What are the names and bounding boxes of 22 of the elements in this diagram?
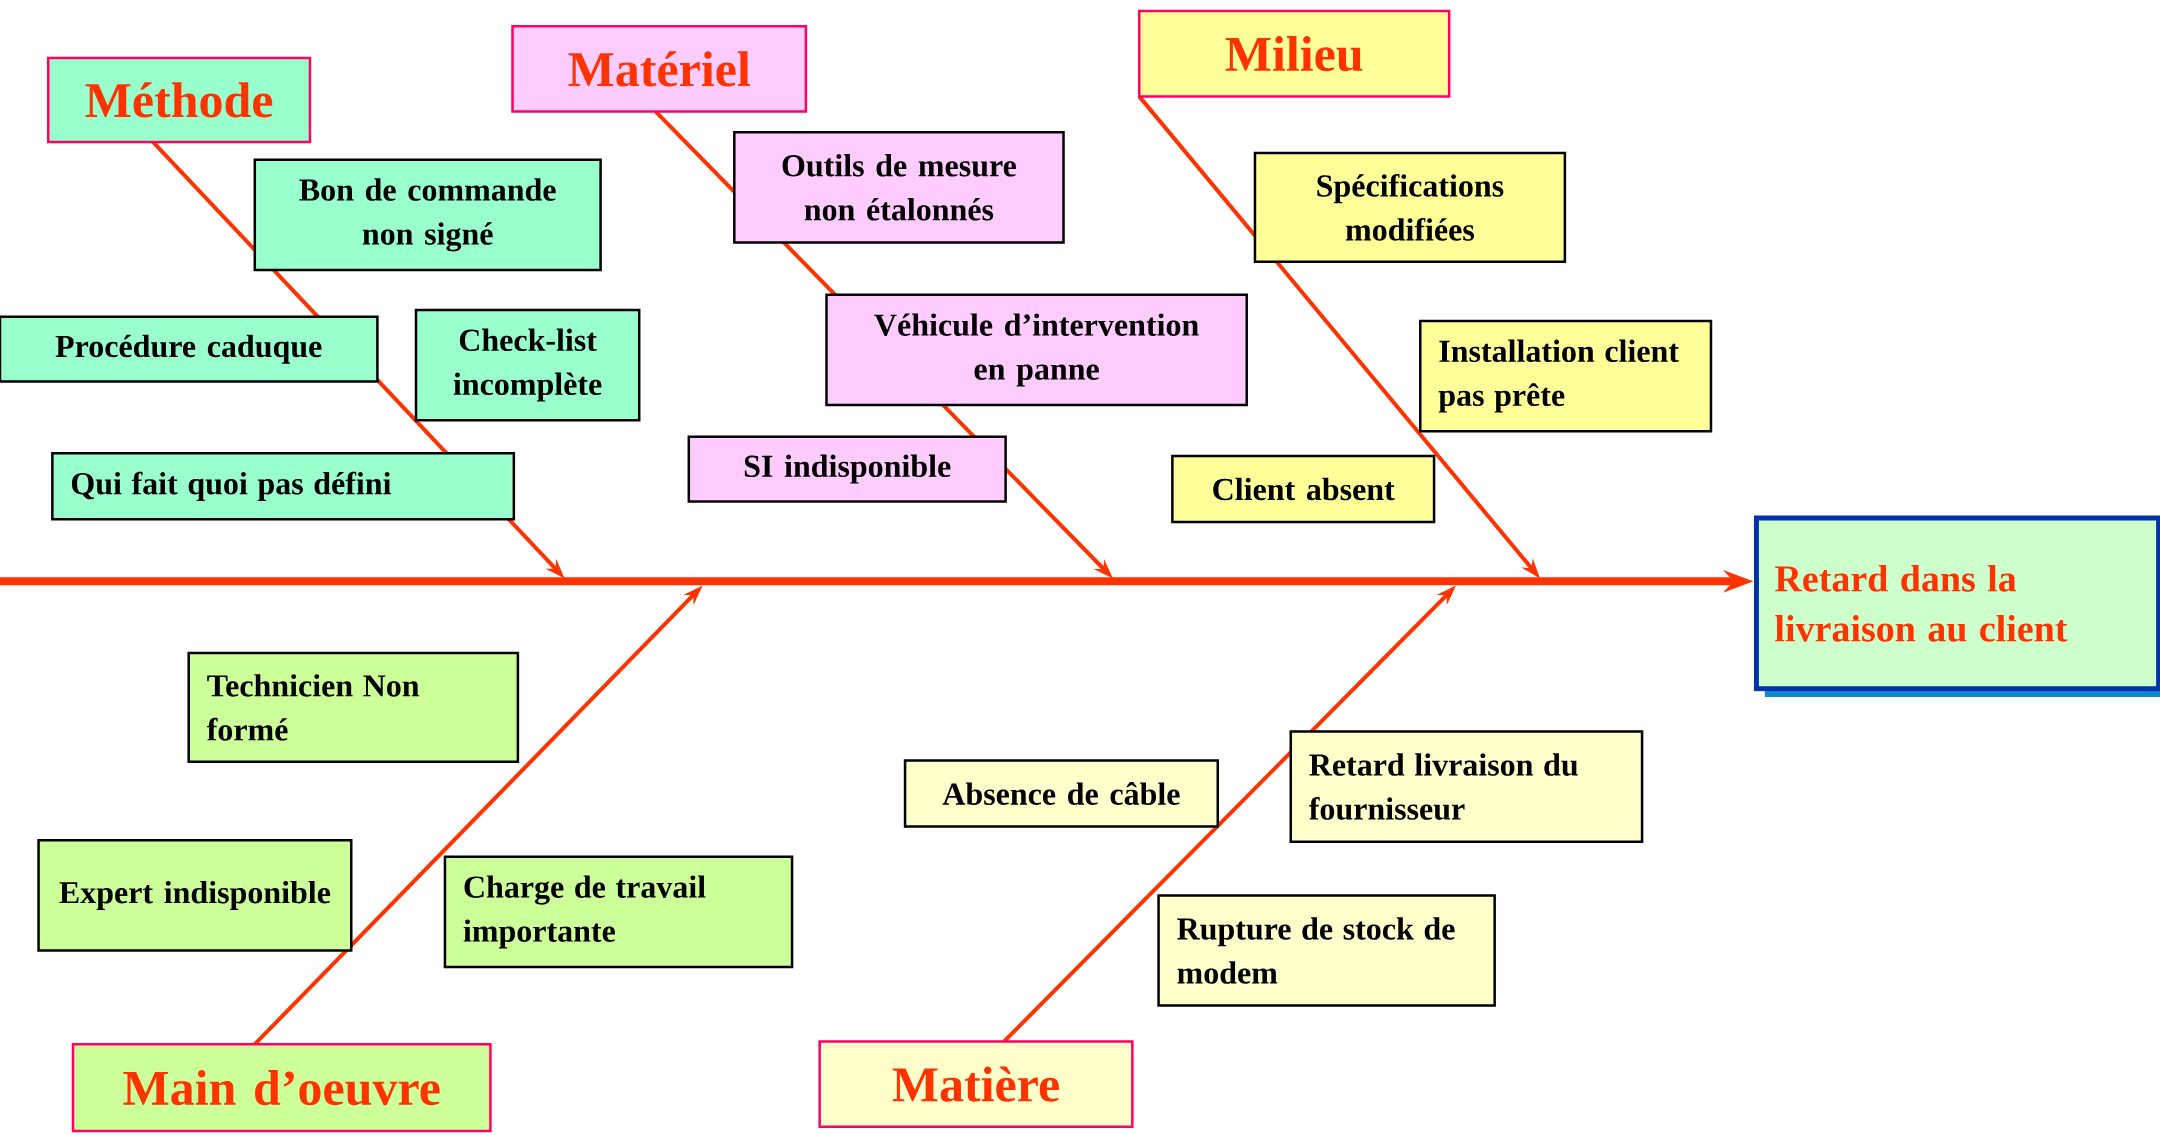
cause-box: Absence de câble bbox=[903, 759, 1219, 828]
cause-box: Outils de mesure non étalonnés bbox=[733, 130, 1065, 244]
cause-box: Rupture de stock de modem bbox=[1157, 894, 1496, 1007]
cause-box: Procédure caduque bbox=[0, 315, 379, 383]
cause-box: Charge de travail importante bbox=[443, 855, 794, 969]
category-box: Milieu bbox=[1138, 9, 1451, 98]
cause-box: Spécifications modifiées bbox=[1253, 151, 1567, 263]
cause-box: Installation client pas prête bbox=[1419, 319, 1713, 433]
cause-box: Véhicule d’intervention en panne bbox=[825, 293, 1248, 407]
category-box: Matière bbox=[818, 1040, 1134, 1129]
cause-box: Retard livraison du fournisseur bbox=[1289, 730, 1644, 843]
cause-box: Expert indisponible bbox=[37, 839, 353, 952]
cause-box: Check-list incomplète bbox=[414, 308, 641, 422]
category-box: Matériel bbox=[511, 24, 808, 113]
cause-box: Bon de commande non signé bbox=[253, 158, 602, 272]
cause-box: SI indisponible bbox=[687, 435, 1007, 503]
category-box: Méthode bbox=[47, 56, 312, 144]
effect-box: Retard dans la livraison au client bbox=[1753, 515, 2160, 697]
cause-box: Technicien Non formé bbox=[187, 651, 520, 764]
cause-box: Client absent bbox=[1171, 454, 1436, 524]
category-box: Main d’oeuvre bbox=[71, 1042, 492, 1133]
cause-box: Qui fait quoi pas défini bbox=[51, 452, 516, 521]
